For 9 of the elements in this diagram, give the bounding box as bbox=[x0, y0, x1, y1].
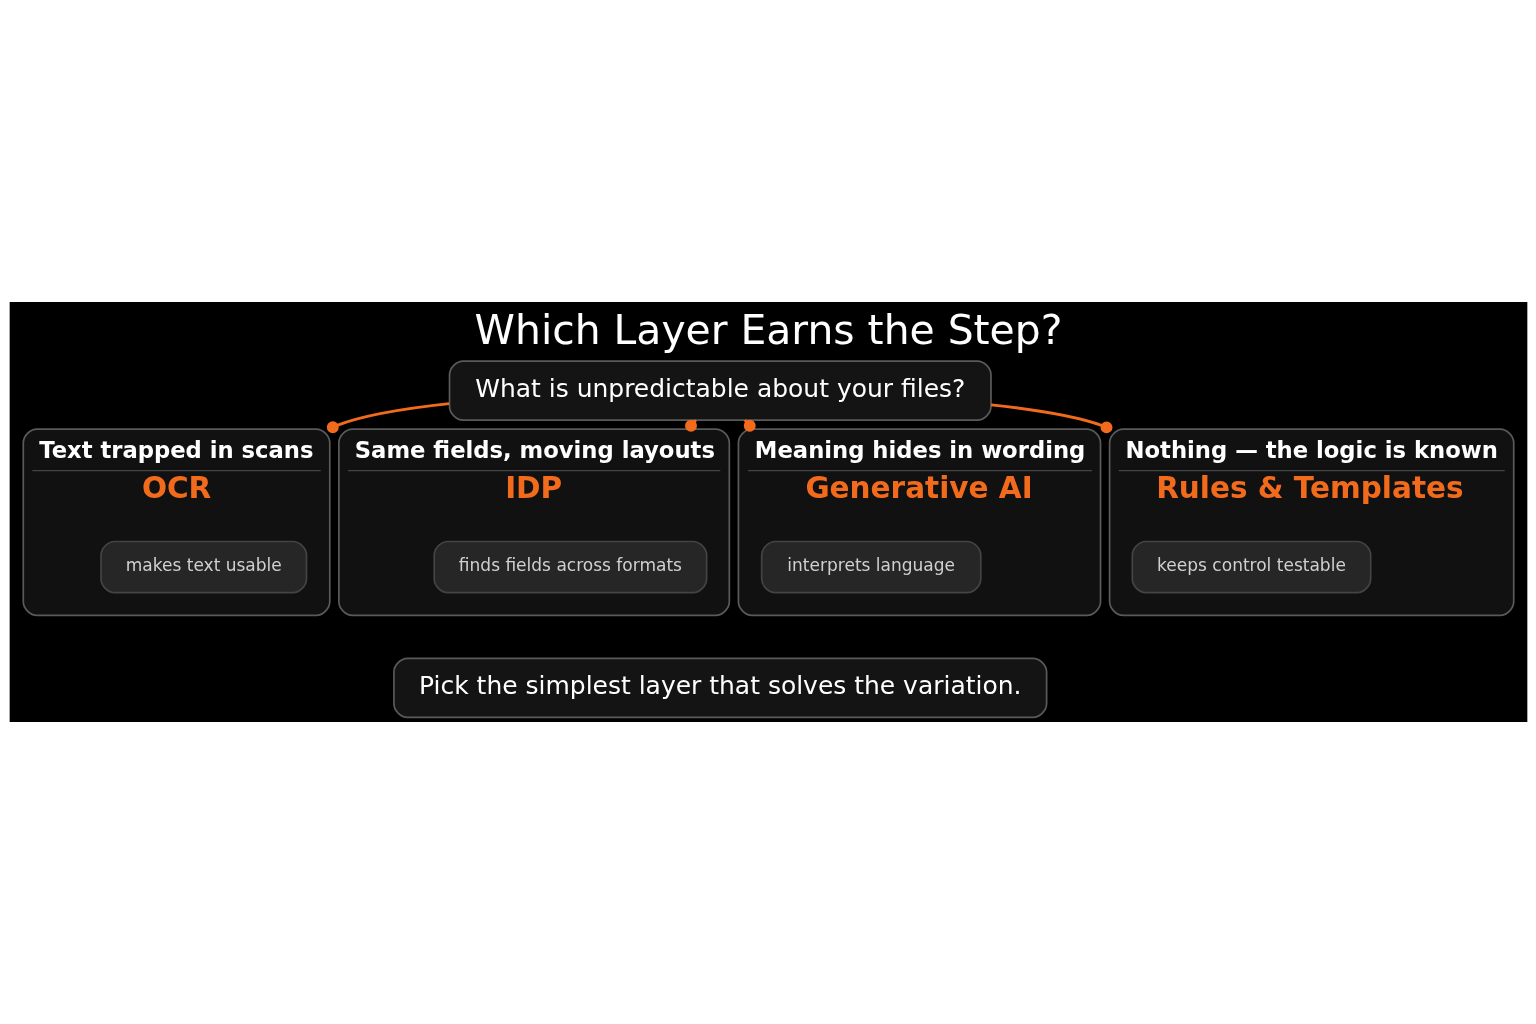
node-box: What is unpredictable about your files? bbox=[448, 360, 992, 421]
connector bbox=[326, 402, 449, 434]
node-box: Pick the simplest layer that solves the variation. bbox=[392, 657, 1047, 719]
diagram-title: Which Layer Earns the Step? bbox=[474, 305, 1062, 354]
node-box: interprets language bbox=[760, 540, 982, 594]
node-box: keeps control testable bbox=[1130, 540, 1372, 594]
node-box: makes text usable bbox=[99, 540, 307, 594]
node-box: finds fields across formats bbox=[432, 540, 707, 594]
connector bbox=[990, 403, 1112, 434]
